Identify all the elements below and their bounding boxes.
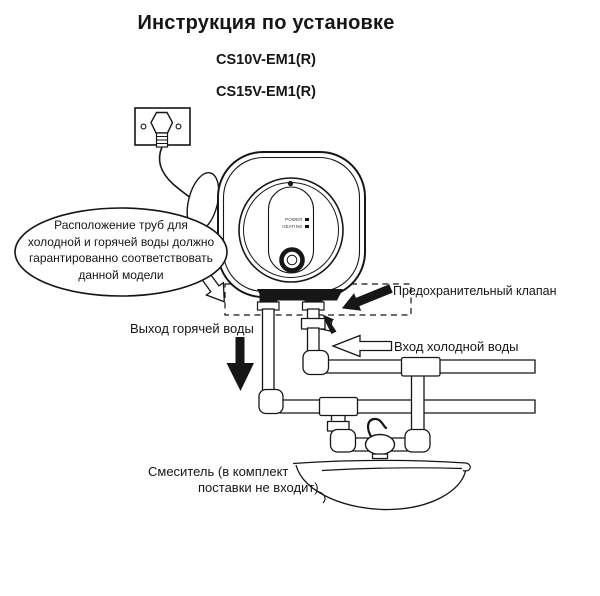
power-plug-icon <box>150 111 174 134</box>
hot-pipe-vertical <box>261 308 275 394</box>
pipework <box>258 308 536 460</box>
power-led-icon <box>304 217 309 222</box>
page-title: Инструкция по установке <box>137 12 395 34</box>
cold-stub-cap <box>304 292 323 303</box>
callout-line: гарантированно соответствовать <box>29 251 213 265</box>
front-cover <box>238 177 344 283</box>
pipe-elbow <box>258 388 284 415</box>
label-pointer-line <box>315 490 326 504</box>
safety-valve-arrow-icon <box>341 284 393 311</box>
pipe-elbow <box>302 349 330 376</box>
pipe-tee <box>400 356 441 377</box>
cold-water-arrow-icon <box>331 334 393 358</box>
mixer-tap-handle <box>367 417 388 440</box>
heating-led-icon <box>304 224 309 229</box>
control-knob <box>279 247 305 273</box>
power-outlet-icon <box>134 107 191 148</box>
hot-water-arrow-icon <box>226 337 254 391</box>
mixer-label-line2: поставки не входит) <box>198 480 319 495</box>
safety-valve-label: Предохранительный клапан <box>393 284 557 298</box>
callout-line: Расположение труб для <box>54 218 188 232</box>
pipe-elbow <box>329 428 357 453</box>
indicator-panel: POWER HEATING <box>277 216 309 230</box>
hot-water-outlet-label: Выход горячей воды <box>130 321 254 336</box>
hot-stub-cap <box>259 292 278 303</box>
model-number-2: CS15V-EM1(R) <box>216 84 316 100</box>
callout-text: Расположение труб для холодной и горячей… <box>16 217 226 283</box>
pipe-tee <box>318 396 359 417</box>
safety-valve-lever <box>322 314 337 334</box>
callout-line: холодной и горячей воды должно <box>27 234 215 249</box>
mixer-label-line1: Смеситель (в комплект <box>148 464 289 479</box>
pipe-elbow <box>404 428 431 453</box>
heating-indicator-label: HEATING <box>282 224 303 229</box>
water-heater <box>217 151 366 301</box>
power-indicator-label: POWER <box>285 217 303 222</box>
hot-pipe-horizontal <box>279 399 536 414</box>
cold-water-inlet-label: Вход холодной воды <box>394 339 519 354</box>
sink-basin <box>292 459 471 511</box>
model-number-1: CS10V-EM1(R) <box>216 52 316 68</box>
control-panel <box>267 186 315 274</box>
callout-bubble <box>14 207 228 297</box>
callout-line: данной модели <box>78 267 164 282</box>
mixer-tap <box>364 433 396 456</box>
